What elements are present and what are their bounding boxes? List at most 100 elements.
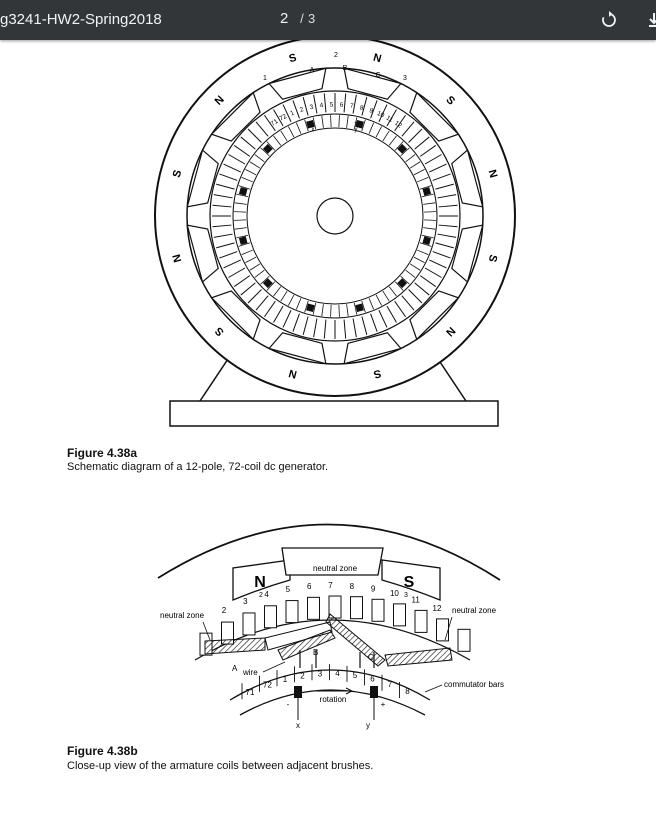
armature-slot: [435, 183, 454, 190]
brush-x: [294, 686, 302, 698]
commutator-segment-number: 72: [263, 681, 272, 690]
brush: [238, 187, 248, 196]
armature-slot: [255, 121, 269, 137]
commutator-bar: [295, 122, 302, 134]
commutator-bars-label: commutator bars: [444, 680, 504, 689]
brushes: [238, 119, 432, 313]
armature-slot: [437, 233, 457, 238]
commutator-bar: [361, 119, 366, 132]
commutator-bar: [419, 185, 432, 190]
commutator-bar: [266, 141, 276, 151]
commutator-bar: [353, 117, 358, 130]
brush: [422, 187, 432, 196]
pole-letter: N: [486, 168, 500, 179]
commutator-bar: [236, 193, 249, 198]
download-button[interactable]: [640, 6, 656, 34]
commutator-bar: [400, 147, 410, 157]
commutator-bar: [338, 304, 340, 317]
page-counter: 2 / 3: [278, 10, 315, 27]
figure-b-label: Figure 4.38b: [67, 744, 138, 758]
slot-number: 12: [433, 604, 442, 613]
document-title: g3241-HW2-Spring2018: [0, 11, 162, 28]
brush-label-x: x: [312, 127, 315, 133]
commutator-bar: [234, 202, 247, 205]
commutator-bar: [338, 115, 340, 128]
commutator-bar: [321, 115, 324, 128]
commutator-number: 71: [270, 118, 280, 128]
slot-number: 11: [412, 596, 421, 605]
figure-a-label: Figure 4.38a: [67, 446, 138, 460]
commutator-bar: [288, 126, 295, 138]
armature-slot: [216, 183, 235, 190]
commutator-bar: [388, 286, 397, 297]
commutator-bar: [312, 302, 317, 315]
commutator-number: 3: [309, 104, 314, 112]
commutator-bar: [346, 304, 349, 317]
coil-label-c: C: [368, 653, 374, 662]
armature-outer: [209, 90, 461, 342]
rotate-button[interactable]: [595, 6, 623, 34]
commutator-number: 4: [319, 102, 324, 109]
wire-pointer: [262, 661, 286, 673]
commutator-segment-number: 7: [388, 680, 393, 689]
commutator-number: 1: [289, 109, 295, 117]
commutator-outer: [232, 113, 438, 319]
commutator-bar: [273, 135, 282, 146]
coil-letter-a: A: [310, 67, 315, 74]
commutator-number: 72: [278, 113, 288, 123]
armature-slot: [240, 136, 256, 150]
pole-shoe-s: [381, 559, 441, 601]
commutator-bar: [375, 126, 382, 138]
commutator-inner-arc: [239, 689, 426, 716]
coil-c-right: [384, 647, 453, 667]
download-icon: [649, 13, 656, 27]
pole-number-3: 3: [403, 75, 407, 82]
armature-slot: [437, 194, 457, 199]
commutator-bar: [249, 263, 261, 271]
commutator-bar: [280, 290, 288, 302]
armature-slot: [212, 204, 232, 208]
field-pole: [343, 67, 403, 100]
armature-slot: [264, 114, 276, 132]
commutator-bar: [260, 275, 270, 285]
commutator-number: 8: [359, 104, 365, 112]
armature-slot: [352, 318, 357, 338]
slot-number: 6: [307, 582, 312, 591]
neutral-left-pointer: [202, 621, 211, 641]
commutator-bar: [330, 304, 332, 317]
armature-slot: [401, 121, 415, 137]
field-pole: [186, 148, 219, 208]
coil-a-left: [204, 637, 266, 655]
armature-slot: [414, 136, 430, 150]
brush-b-minus: -: [287, 700, 290, 709]
commutator-bar: [238, 242, 251, 247]
commutator-segment-number: 2: [300, 671, 305, 680]
commutator-bar: [260, 147, 270, 157]
armature-slot: [432, 251, 451, 259]
commutator-number: 5: [330, 101, 334, 108]
commutator-segment-number: 3: [318, 669, 323, 678]
commutator-bar: [417, 249, 429, 256]
commutator-bar: [238, 185, 251, 190]
brush: [397, 143, 408, 154]
armature-slot: [213, 233, 233, 238]
commutator-bars: [234, 115, 436, 317]
armature-slot: [361, 97, 368, 116]
commutator-bar: [388, 135, 397, 146]
commutator-bar: [368, 298, 375, 310]
neutral-zone-right: neutral zone: [452, 606, 497, 615]
commutator-bar: [321, 304, 324, 317]
armature-tooth: [414, 609, 428, 633]
neutral-right-pointer: [444, 616, 453, 641]
pole-number-2: 2: [334, 52, 338, 59]
field-pole: [451, 148, 484, 208]
armature-slot: [233, 145, 251, 157]
armature-tooth: [242, 612, 256, 636]
brush: [422, 236, 432, 245]
commutator-bar: [249, 161, 261, 169]
armature-slot: [361, 316, 368, 335]
commutator-bar: [280, 130, 288, 142]
armature-slot: [386, 305, 397, 323]
commutator-bar: [382, 130, 390, 142]
page-number-input[interactable]: 2: [280, 10, 289, 27]
